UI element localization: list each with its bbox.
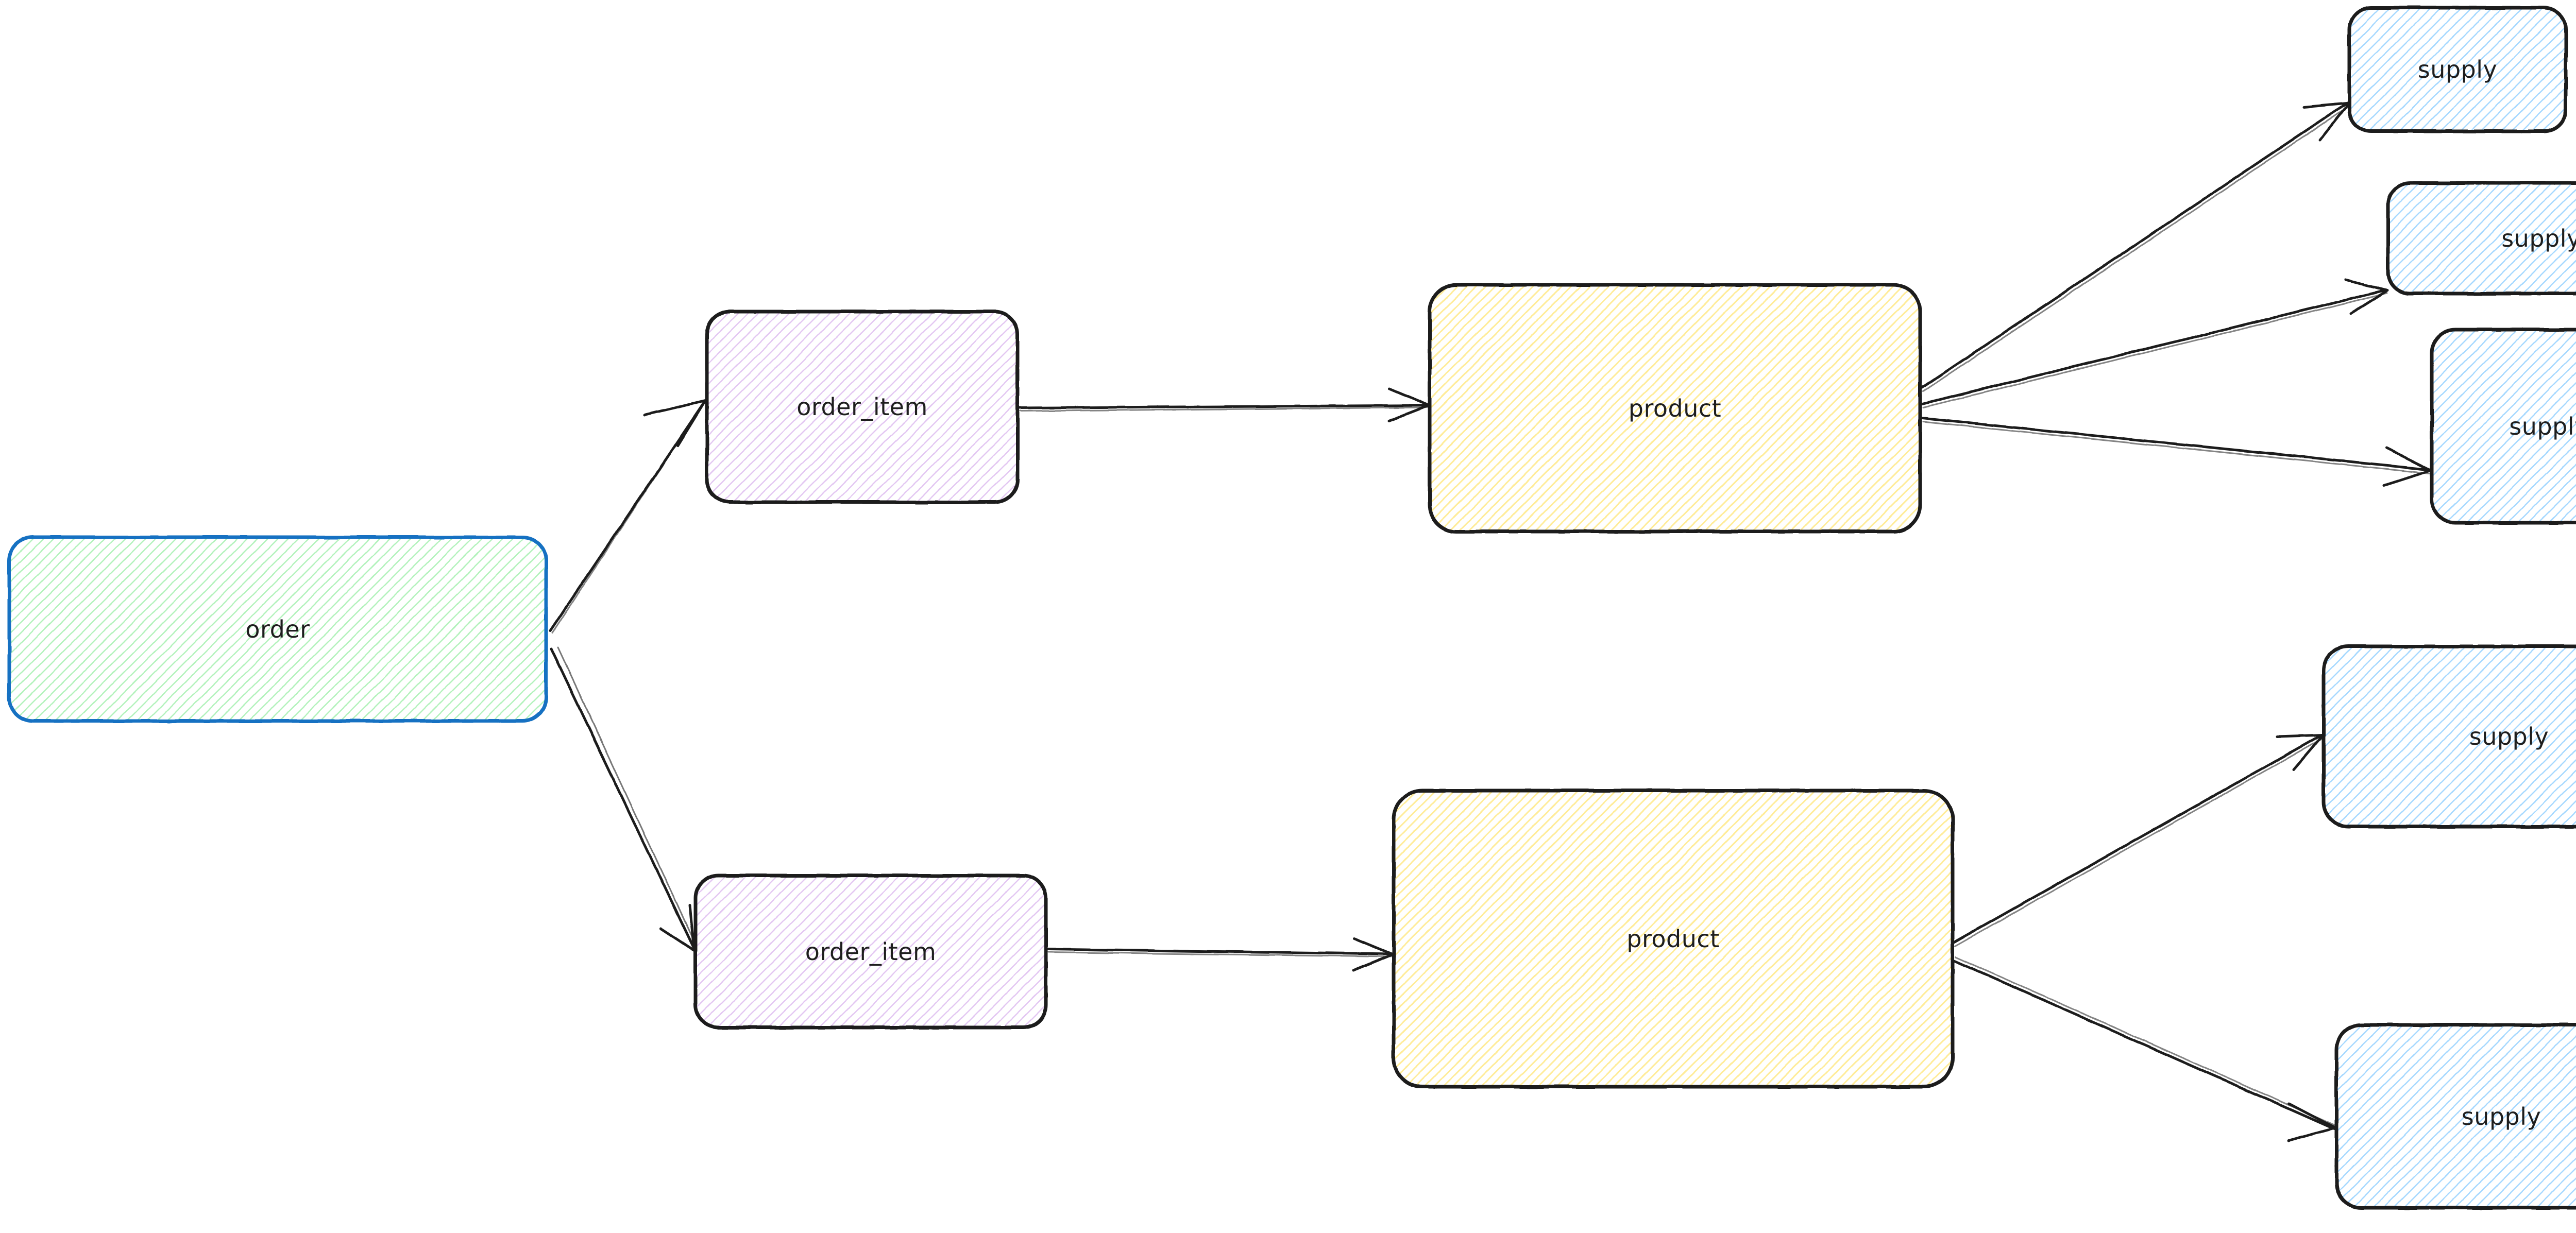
node-supply-2-outline	[2386, 181, 2576, 296]
node-order-item-1-outline	[705, 310, 1020, 504]
edge-product-2-to-supply-5	[1953, 956, 2337, 1142]
node-product-2-fill	[1394, 791, 1953, 1087]
node-supply-2[interactable]	[2386, 181, 2576, 296]
edge-product-1-to-supply-2	[1921, 278, 2389, 408]
node-order-item-2-fill	[696, 876, 1046, 1028]
node-product-2-outline	[1392, 789, 1955, 1089]
node-supply-3[interactable]	[2430, 328, 2576, 525]
node-supply-5[interactable]	[2334, 1023, 2576, 1210]
node-supply-5-fill	[2336, 1025, 2576, 1208]
node-order-item-1-fill	[707, 312, 1018, 502]
edge-product-1-to-supply-3	[1921, 417, 2432, 487]
node-layer	[7, 6, 2576, 1210]
node-supply-4[interactable]	[2321, 644, 2576, 829]
edge-order-item-1-to-product-1	[1018, 387, 1430, 422]
node-supply-4-fill	[2324, 646, 2576, 827]
node-supply-1[interactable]	[2347, 6, 2568, 133]
node-order-outline	[7, 535, 548, 723]
node-supply-1-fill	[2349, 8, 2566, 131]
edge-order-item-2-to-product-2	[1046, 937, 1394, 972]
node-order-item-1[interactable]	[705, 310, 1020, 504]
edge-order-to-order-item-2	[550, 646, 698, 952]
node-product-1[interactable]	[1428, 283, 1922, 534]
node-supply-1-outline	[2347, 6, 2568, 133]
node-order-fill	[9, 537, 546, 721]
node-supply-5-outline	[2334, 1023, 2576, 1210]
node-product-1-fill	[1430, 285, 1920, 532]
node-order[interactable]	[7, 535, 548, 723]
node-order-item-2-outline	[693, 874, 1048, 1030]
edge-product-2-to-supply-4	[1952, 733, 2325, 947]
edge-layer	[549, 101, 2432, 1142]
edge-order-to-order-item-1	[549, 399, 707, 634]
node-product-1-outline	[1428, 283, 1922, 534]
node-supply-3-fill	[2432, 330, 2576, 523]
edge-product-1-to-supply-1	[1920, 101, 2351, 392]
node-supply-4-outline	[2321, 644, 2576, 829]
node-product-2[interactable]	[1392, 789, 1955, 1089]
node-order-item-2[interactable]	[693, 874, 1048, 1030]
node-supply-3-outline	[2430, 328, 2576, 525]
node-supply-2-fill	[2388, 183, 2576, 294]
